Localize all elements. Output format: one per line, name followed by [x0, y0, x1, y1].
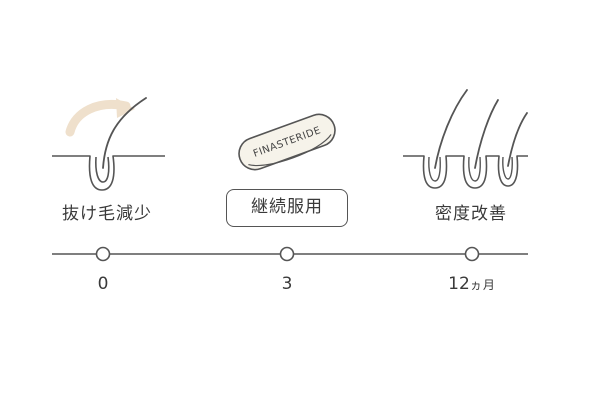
stage-label-hair-loss-reduction: 抜け毛減少	[62, 204, 152, 224]
arrow-head	[116, 98, 135, 118]
follicle-c	[502, 156, 513, 180]
stage-label-continued-use: 継続服用	[226, 189, 348, 227]
tick-unit: ヵ月	[469, 278, 496, 292]
tick-value: 12	[448, 274, 470, 294]
timeline-tick-label: 3	[247, 274, 327, 294]
skin-line-dense	[403, 155, 528, 189]
stage-label-density-improvement: 密度改善	[435, 204, 507, 224]
follicle-a	[428, 156, 441, 182]
hair-a	[434, 89, 468, 169]
tick-value: 0	[97, 274, 109, 294]
tick-value: 3	[281, 274, 293, 294]
hair-strand	[102, 97, 147, 169]
hair-c	[507, 112, 528, 167]
pill-edge	[248, 134, 332, 167]
hair-b	[474, 99, 499, 169]
timeline-marker	[279, 246, 295, 262]
pill-shape	[238, 113, 336, 171]
hair-fall-arrow-icon	[52, 97, 165, 191]
timeline-marker	[95, 246, 111, 262]
timeline-marker	[464, 246, 480, 262]
skin-line	[52, 155, 165, 191]
timeline-tick-label: 0	[63, 274, 143, 294]
dense-hair-icon	[403, 89, 528, 189]
timeline-tick-label: 12ヵ月	[432, 274, 512, 295]
pill-icon: FINASTERIDE	[238, 113, 336, 171]
follicle-b	[468, 156, 481, 182]
follicle-inner	[95, 156, 110, 183]
